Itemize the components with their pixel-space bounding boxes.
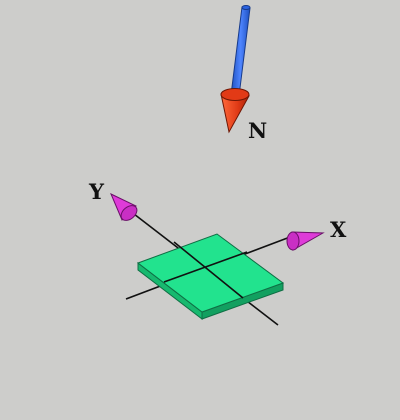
x-axis-label: X (330, 217, 347, 242)
plane-top (136, 233, 285, 313)
x-axis-cone (286, 231, 325, 251)
normal-vector (220, 5, 251, 134)
y-axis-line-over-plane (173, 241, 244, 299)
plane (136, 233, 285, 321)
y-axis-cone (110, 192, 138, 221)
y-axis-label: Y (88, 179, 105, 204)
normal-label: N (248, 118, 267, 143)
normal-vector-shaft (230, 6, 251, 97)
